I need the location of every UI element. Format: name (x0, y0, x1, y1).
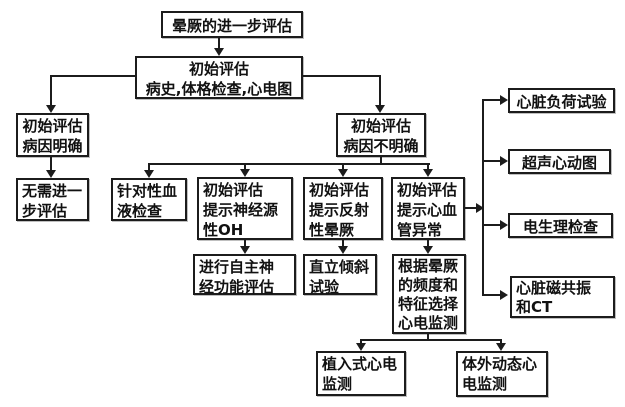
connector-line (148, 163, 430, 165)
connector-line (360, 339, 502, 341)
arrow-down (375, 105, 385, 113)
node-reflex-syncope: 初始评估 提示反射 性晕厥 (303, 177, 383, 240)
connector-line (500, 339, 502, 344)
arrow-down (46, 105, 56, 113)
connector-line (342, 163, 344, 170)
connector-line (244, 163, 246, 170)
node-cardiovascular-abnormal: 初始评估 提示心血 管异常 (391, 177, 465, 240)
connector-line (148, 163, 150, 170)
arrow-down (214, 48, 224, 56)
connector-line (218, 38, 220, 49)
arrow-right (500, 156, 508, 166)
connector-line (465, 207, 476, 209)
connector-line (427, 163, 429, 170)
arrow-down (46, 170, 56, 178)
connector-line (342, 240, 344, 247)
node-tilt-table-test: 直立倾斜 试验 (303, 254, 377, 296)
connector-line (427, 334, 429, 341)
arrow-down (356, 343, 366, 351)
connector-line (380, 157, 382, 165)
connector-line (244, 240, 246, 247)
node-implantable-ecg-monitor: 植入式心电 监测 (316, 351, 406, 396)
connector-line (484, 99, 501, 101)
node-electrophysiology-exam: 电生理检查 (508, 213, 613, 238)
arrow-right (476, 203, 484, 213)
arrow-down (423, 169, 433, 177)
connector-line (303, 75, 381, 77)
arrow-down (240, 246, 250, 254)
arrow-down (240, 169, 250, 177)
arrow-down (144, 170, 154, 178)
arrow-down (423, 246, 433, 254)
node-initial-evaluation: 初始评估 病史,体格检查,心电图 (135, 56, 303, 99)
connector-line (484, 160, 501, 162)
node-ecg-monitoring-selection: 根据晕厥 的频度和 特征选择 心电监测 (392, 254, 466, 334)
node-neurogenic-oh: 初始评估 提示神经源 性OH (197, 177, 293, 240)
arrow-down (338, 246, 348, 254)
node-cause-unclear: 初始评估 病因不明确 (336, 113, 426, 157)
connector-line (379, 75, 381, 106)
node-targeted-blood-test: 针对性血 液检查 (111, 178, 187, 221)
node-external-ambulatory-ecg: 体外动态心 电监测 (456, 351, 548, 397)
arrow-right (500, 220, 508, 230)
node-cause-clear: 初始评估 病因明确 (16, 113, 89, 157)
connector-line (484, 294, 501, 296)
node-autonomic-function-eval: 进行自主神 经功能评估 (193, 254, 296, 296)
arrow-down (338, 169, 348, 177)
connector-line (50, 75, 135, 77)
connector-line (482, 99, 484, 296)
arrow-right (500, 95, 508, 105)
connector-line (360, 339, 362, 344)
arrow-right (500, 290, 508, 300)
connector-line (50, 75, 52, 106)
connector-line (427, 240, 429, 247)
connector-line (484, 224, 501, 226)
node-syncope-further-evaluation: 晕厥的进一步评估 (161, 11, 303, 38)
arrow-down (496, 343, 506, 351)
node-echocardiogram: 超声心动图 (508, 149, 611, 174)
node-no-further-evaluation: 无需进一 步评估 (16, 178, 89, 221)
node-cardiac-mri-ct: 心脏磁共振 和CT (510, 276, 615, 318)
connector-line (50, 157, 52, 170)
node-cardiac-stress-test: 心脏负荷试验 (508, 88, 615, 113)
